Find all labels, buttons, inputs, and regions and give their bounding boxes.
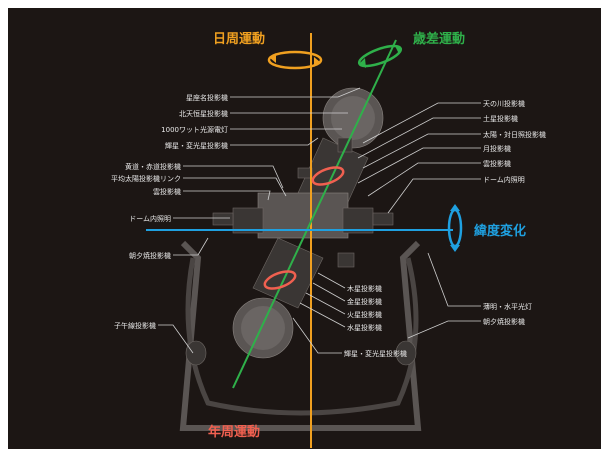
label-mercury-projector: 水星投影機	[347, 323, 382, 332]
label-jupiter-projector: 木星投影機	[347, 284, 382, 293]
label-cloud-projector-left: 雲投影機	[153, 187, 181, 196]
label-1000w-lamp: 1000ワット光源電灯	[161, 125, 228, 134]
label-constellation-name-projector: 星座名投影機	[186, 93, 228, 102]
label-bright-variable-star-projector-lower: 輝星・変光星投影機	[344, 349, 407, 358]
projector-illustration: 日周運動 歳差運動 緯度変化 年周運動 星座名投影機 北天恒星投影機 1000ワ…	[111, 31, 546, 448]
stand-legs	[179, 240, 422, 431]
precession-axis	[232, 39, 397, 389]
diurnal-motion-label: 日周運動	[213, 31, 265, 47]
latitude-change-label: 緯度変化	[474, 223, 526, 239]
label-bright-variable-star-projector: 輝星・変光星投影機	[165, 141, 228, 150]
label-venus-projector: 金星投影機	[347, 297, 382, 306]
label-ecliptic-equator-projector: 黄道・赤道投影機	[125, 162, 181, 171]
label-dome-light-left: ドーム内照明	[129, 214, 171, 223]
label-cloud-projector-right: 雲投影機	[483, 159, 511, 168]
precession-motion-label: 歳差運動	[413, 31, 465, 47]
label-twilight-horizon-light: 薄明・水平光灯	[483, 302, 532, 311]
label-mars-projector: 火星投影機	[347, 310, 382, 319]
annual-motion-label: 年周運動	[208, 424, 260, 440]
label-north-star-projector: 北天恒星投影機	[179, 109, 228, 118]
label-sun-gegenschein-projector: 太陽・対日照投影機	[483, 130, 546, 139]
pivot-left	[185, 340, 207, 366]
label-saturn-projector: 土星投影機	[483, 114, 518, 123]
diurnal-rotation-icon	[267, 50, 323, 70]
label-moon-projector: 月投影機	[483, 144, 511, 153]
label-milky-way-projector: 天の川投影機	[483, 99, 525, 108]
annual-rotation-icon-lower	[263, 270, 297, 290]
pivot-right	[395, 340, 417, 366]
projector-diagram: 日周運動 歳差運動 緯度変化 年周運動 星座名投影機 北天恒星投影機 1000ワ…	[8, 8, 601, 449]
label-mean-sun-link: 平均太陽投影機リンク	[111, 174, 181, 183]
label-meridian-projector: 子午線投影機	[114, 321, 156, 330]
latitude-rotation-icon	[447, 208, 463, 248]
annual-rotation-icon-upper	[311, 166, 345, 186]
label-sunset-projector-right: 朝夕焼投影機	[483, 317, 525, 326]
stand-arc	[185, 257, 419, 416]
label-dome-light-right: ドーム内照明	[483, 175, 525, 184]
central-frame	[257, 192, 349, 239]
planet-cage-lower	[252, 237, 324, 309]
label-sunset-projector-left: 朝夕焼投影機	[129, 251, 171, 260]
